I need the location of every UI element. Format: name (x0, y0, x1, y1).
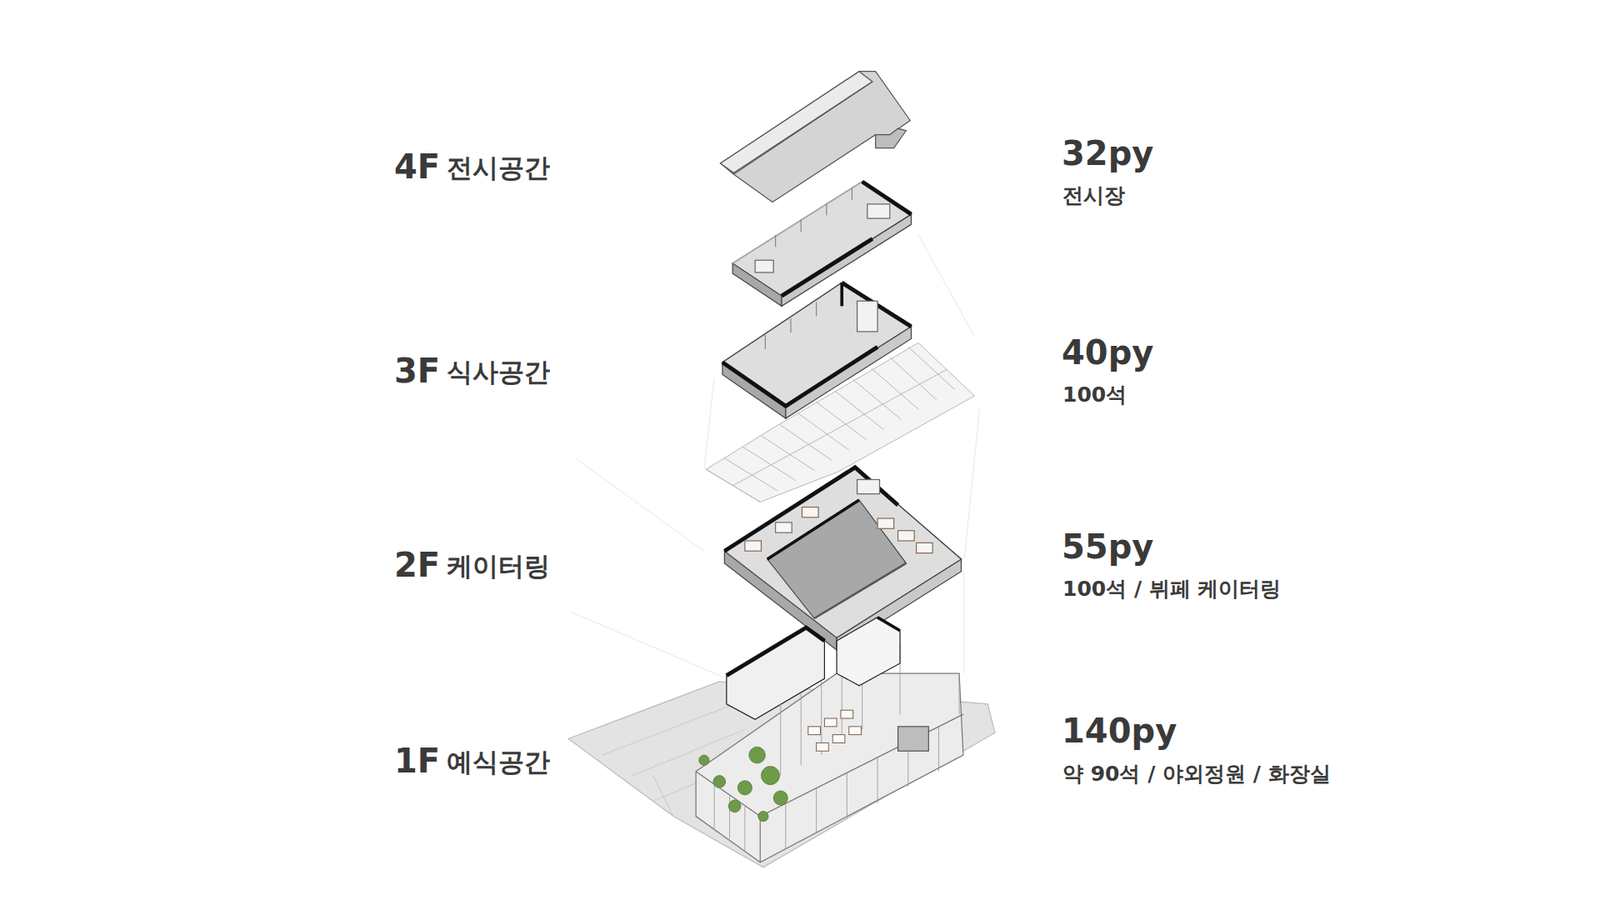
floor-code: 4F (394, 150, 440, 184)
floor-detail: 100석 / 뷔페 케이터링 (1062, 578, 1281, 600)
floor-1f (568, 617, 995, 868)
floor-2f (724, 467, 961, 650)
floor-code: 3F (394, 354, 440, 388)
floor-use: 전시공간 (446, 155, 550, 181)
floor-area: 55py (1061, 530, 1154, 564)
floor-use: 케이터링 (446, 553, 550, 580)
trees (699, 746, 789, 821)
floor-area: 140py (1061, 714, 1177, 748)
roof (720, 71, 910, 203)
floor-detail: 100석 (1062, 384, 1127, 405)
floor-code: 2F (394, 548, 440, 582)
floor-use: 식사공간 (446, 359, 550, 385)
floor-4f (732, 181, 911, 306)
floor-detail: 약 90석 / 야외정원 / 화장실 (1062, 763, 1331, 785)
floor-area: 40py (1061, 335, 1154, 370)
floor-area: 32py (1061, 136, 1154, 170)
floor-use: 예식공간 (446, 749, 550, 775)
floor-detail: 전시장 (1062, 185, 1125, 206)
floor-code: 1F (394, 744, 440, 778)
